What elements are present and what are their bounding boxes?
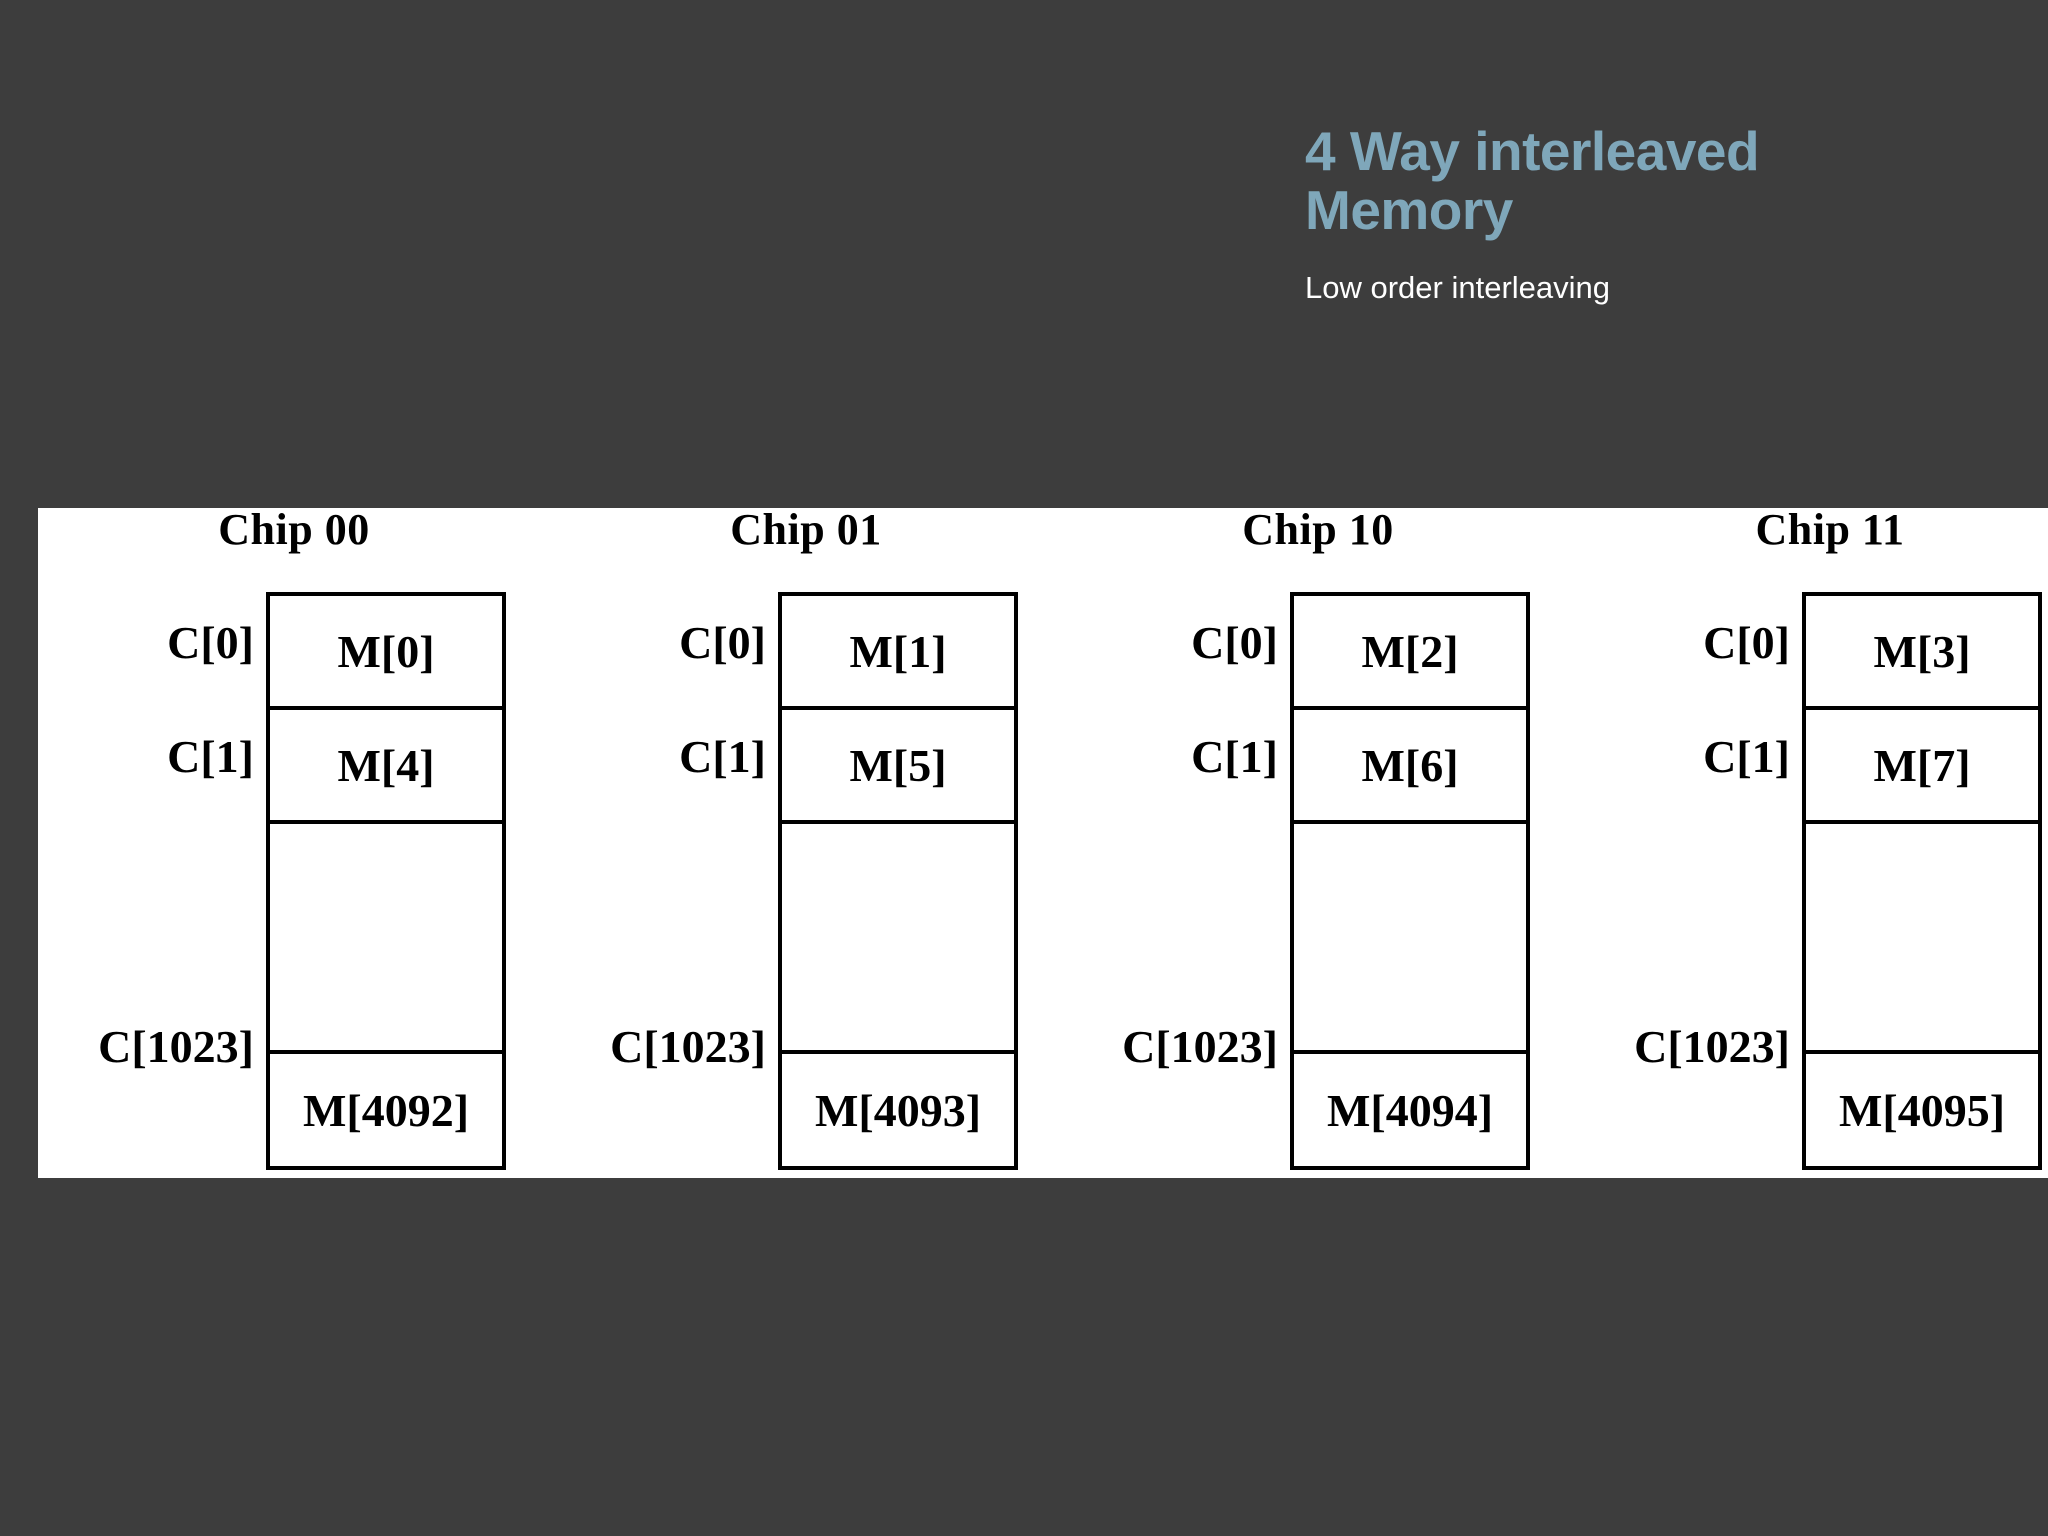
- chip-column: Chip 10 C[0] C[1] C[1023] M[2] M[6] M[40…: [1062, 508, 1574, 1178]
- memory-cell: M[5]: [782, 710, 1014, 824]
- memory-cell-empty: [1294, 824, 1526, 1054]
- chip-title: Chip 01: [730, 508, 882, 554]
- memory-cell-empty: [1806, 824, 2038, 1054]
- memory-cell: M[4]: [270, 710, 502, 824]
- memory-cell-empty: [782, 824, 1014, 1054]
- memory-cell-column: M[0] M[4] M[4092]: [266, 592, 506, 1170]
- address-label: C[0]: [167, 617, 254, 668]
- address-label-column: C[0] C[1] C[1023]: [38, 592, 266, 1170]
- chip-title: Chip 10: [1242, 508, 1394, 554]
- chip-column: Chip 00 C[0] C[1] C[1023] M[0] M[4] M[40…: [38, 508, 550, 1178]
- memory-cell: M[2]: [1294, 596, 1526, 710]
- chip-title: Chip 11: [1755, 508, 1905, 554]
- chip-body: C[0] C[1] C[1023] M[2] M[6] M[4094]: [1062, 592, 1574, 1170]
- address-label-column: C[0] C[1] C[1023]: [1574, 592, 1802, 1170]
- memory-cell: M[4093]: [814, 1084, 982, 1136]
- address-label: C[1]: [679, 731, 766, 782]
- address-label: C[1023]: [610, 1021, 766, 1072]
- memory-cell: M[6]: [1294, 710, 1526, 824]
- memory-cell: M[4092]: [302, 1084, 470, 1136]
- chip-body: C[0] C[1] C[1023] M[3] M[7] M[4095]: [1574, 592, 2048, 1170]
- address-label: C[1023]: [98, 1021, 254, 1072]
- chip-column: Chip 11 C[0] C[1] C[1023] M[3] M[7] M[40…: [1574, 508, 2048, 1178]
- memory-cell: M[4095]: [1838, 1084, 2006, 1136]
- address-label: C[1023]: [1634, 1021, 1790, 1072]
- interleaved-memory-diagram: Chip 00 C[0] C[1] C[1023] M[0] M[4] M[40…: [38, 508, 2048, 1178]
- memory-cell: M[0]: [270, 596, 502, 710]
- address-label-column: C[0] C[1] C[1023]: [1062, 592, 1290, 1170]
- memory-cell: M[3]: [1806, 596, 2038, 710]
- chip-body: C[0] C[1] C[1023] M[1] M[5] M[4093]: [550, 592, 1062, 1170]
- memory-cell-column: M[2] M[6] M[4094]: [1290, 592, 1530, 1170]
- address-label: C[1023]: [1122, 1021, 1278, 1072]
- address-label-column: C[0] C[1] C[1023]: [550, 592, 778, 1170]
- chip-columns: Chip 00 C[0] C[1] C[1023] M[0] M[4] M[40…: [38, 508, 2048, 1178]
- address-label: C[0]: [1191, 617, 1278, 668]
- address-label: C[1]: [1191, 731, 1278, 782]
- address-label: C[1]: [1703, 731, 1790, 782]
- chip-body: C[0] C[1] C[1023] M[0] M[4] M[4092]: [38, 592, 550, 1170]
- address-label: C[0]: [1703, 617, 1790, 668]
- memory-cell-empty: [270, 824, 502, 1054]
- memory-cell-column: M[3] M[7] M[4095]: [1802, 592, 2042, 1170]
- page-title: 4 Way interleaved Memory: [1305, 120, 1760, 242]
- chip-column: Chip 01 C[0] C[1] C[1023] M[1] M[5] M[40…: [550, 508, 1062, 1178]
- address-label: C[1]: [167, 731, 254, 782]
- address-label: C[0]: [679, 617, 766, 668]
- memory-cell: M[7]: [1806, 710, 2038, 824]
- chip-title: Chip 00: [218, 508, 370, 554]
- memory-cell: M[4094]: [1326, 1084, 1494, 1136]
- memory-cell-column: M[1] M[5] M[4093]: [778, 592, 1018, 1170]
- page-subtitle: Low order interleaving: [1305, 269, 1611, 305]
- title-block: 4 Way interleaved Memory Low order inter…: [1305, 120, 1865, 306]
- memory-cell: M[1]: [782, 596, 1014, 710]
